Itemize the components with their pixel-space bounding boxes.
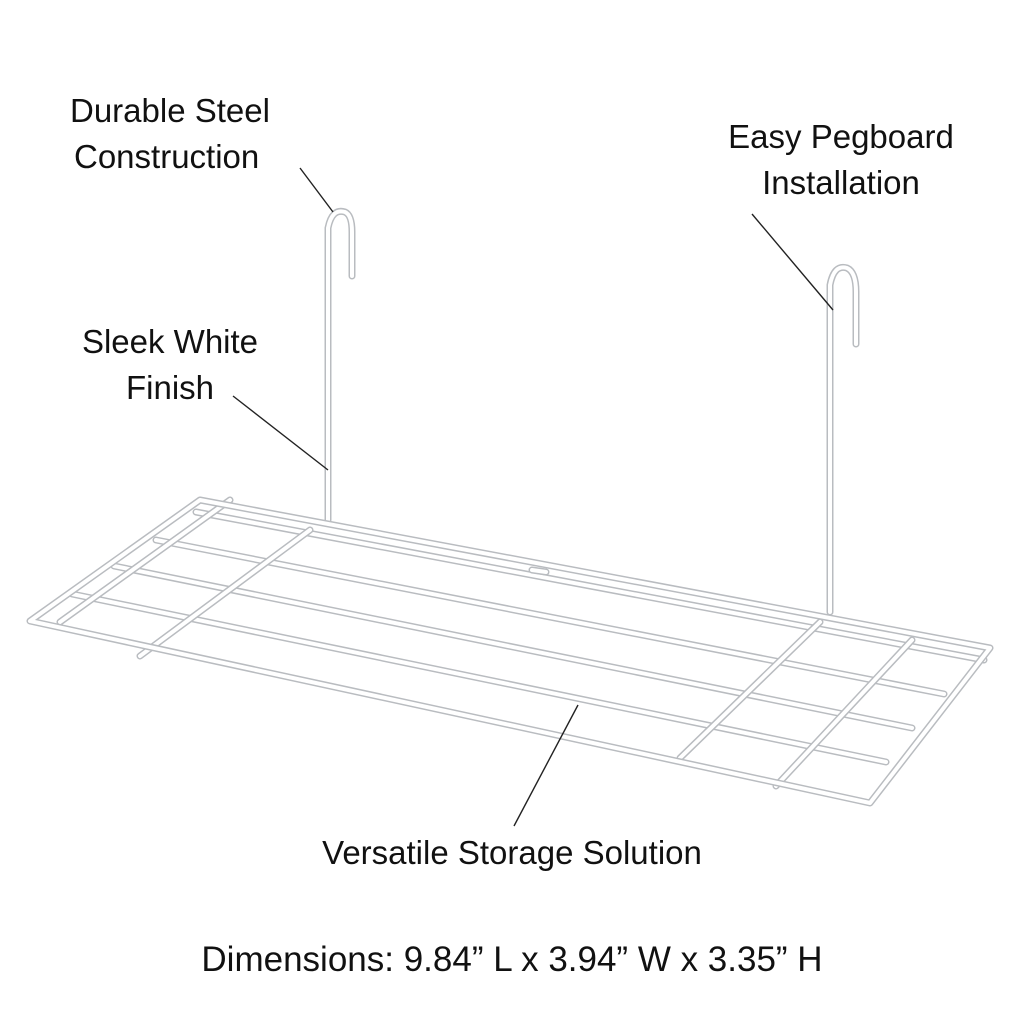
leader-line-pegboard [751,213,834,311]
leader-line-finish [232,395,329,471]
shelf-joint [530,568,548,574]
shelf-long-wire [70,592,888,764]
hook-right [828,265,858,614]
hook-left [326,209,354,522]
shelf-long-wire [194,510,986,662]
leader-line-steel [299,167,334,213]
shelf-cross-wire [138,528,312,658]
shelf-frame [28,498,992,805]
callout-line: Sleek White [81,323,259,360]
callout-storage-solution: Versatile Storage Solution [322,834,702,871]
callout-line: Installation [762,164,920,201]
callout-durable-steel: Durable Steel Construction [70,88,270,180]
hook-right-edge [826,263,860,616]
shelf-cross-wire [58,498,232,624]
wire-shelf [26,207,994,807]
callout-leader-lines [232,167,834,827]
leader-line-storage [513,704,579,827]
callout-line: Durable Steel [70,92,270,129]
shelf-long-wire [154,538,946,696]
callout-white-finish: Sleek White Finish [70,319,270,411]
shelf-cross-wire [678,620,822,760]
callout-line: Finish [125,369,215,406]
hook-left-edge [324,207,356,524]
callout-line: Construction [74,138,260,175]
shelf-cross-wire [774,638,914,788]
callout-line: Easy Pegboard [728,118,954,155]
callout-pegboard-installation: Easy Pegboard Installation [712,114,970,206]
shelf-long-wire [112,564,914,730]
dimensions-text: Dimensions: 9.84” L x 3.94” W x 3.35” H [201,940,823,979]
